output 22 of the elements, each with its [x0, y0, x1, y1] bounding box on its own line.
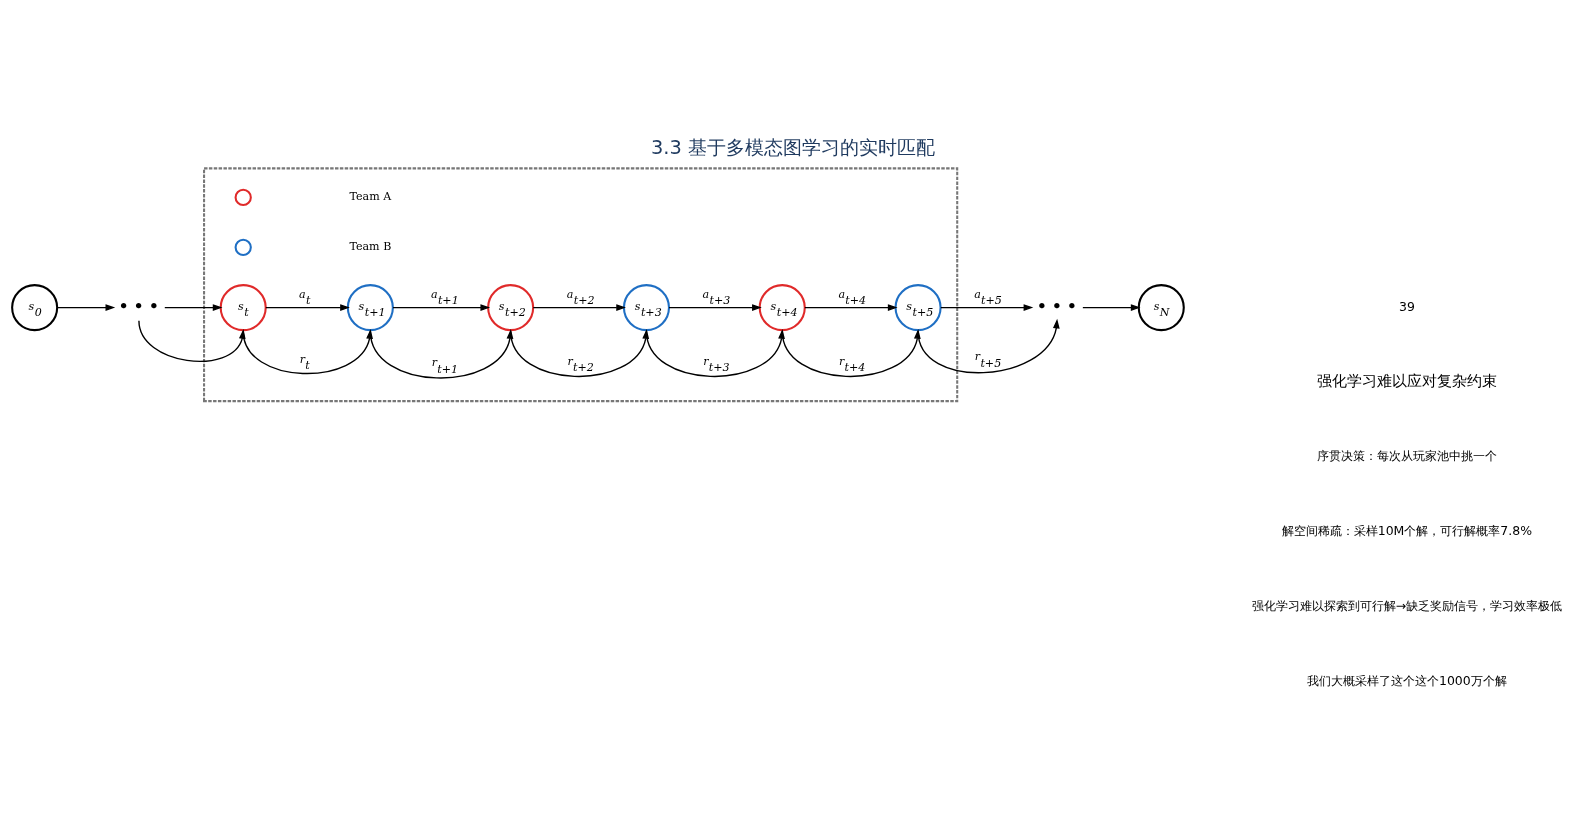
arrow [164, 304, 223, 311]
node-text: • • • [1036, 296, 1077, 315]
arrow [265, 304, 350, 311]
node-text: • • • [118, 296, 159, 315]
arrow [804, 304, 898, 311]
label: 解空间稀疏：采样10M个解，可行解概率7.8% [1281, 523, 1533, 539]
arrow [56, 304, 116, 311]
arrow [392, 304, 491, 311]
label: 序贯决策：每次从玩家池中挑一个 [1316, 448, 1497, 464]
label: 我们大概采样了这个这个1000万个解 [1307, 672, 1507, 688]
arrow [1082, 304, 1141, 311]
label: 强化学习难以探索到可行解→缺乏奖励信号，学习效率极低 [1251, 597, 1563, 613]
legend-label: Team B [349, 239, 392, 253]
cluster [203, 167, 959, 403]
diagram-title: 3.3 基于多模态图学习的实时匹配 [650, 136, 936, 160]
arrow [917, 318, 1060, 374]
legend-label: Team A [349, 190, 392, 204]
arrow [532, 304, 626, 311]
label: 强化学习难以应对复杂约束 [1316, 372, 1497, 391]
label: 39 [1398, 298, 1415, 314]
arrow [668, 304, 762, 311]
arrow [940, 304, 1034, 311]
